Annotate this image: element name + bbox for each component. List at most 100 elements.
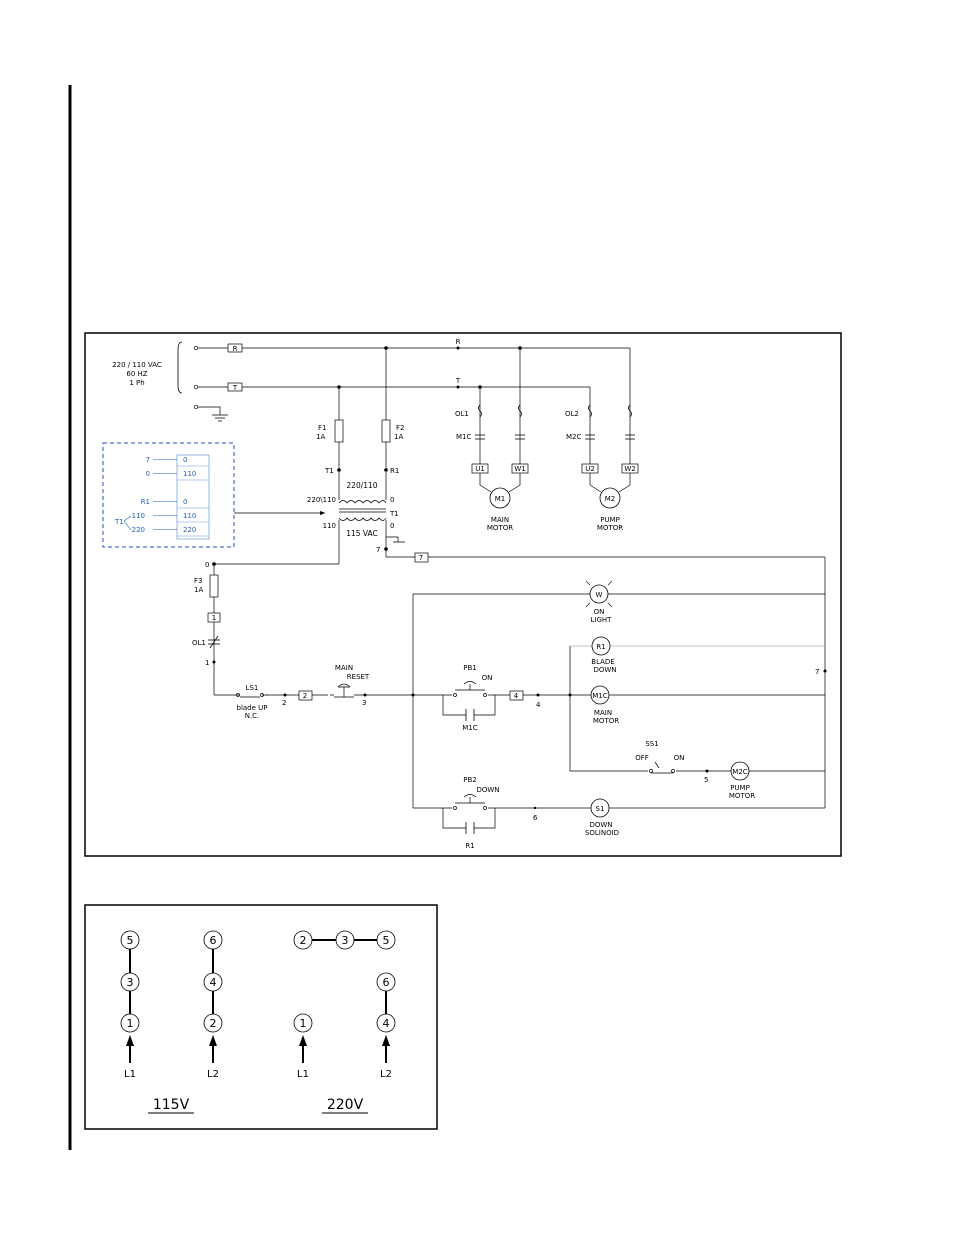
svg-text:ON: ON bbox=[594, 608, 605, 616]
svg-text:4: 4 bbox=[514, 692, 519, 700]
svg-text:1A: 1A bbox=[194, 586, 203, 594]
schematic-panel: 220 / 110 VAC 60 HZ 1 Ph R R T T F1 1A T… bbox=[84, 332, 842, 857]
svg-text:MOTOR: MOTOR bbox=[487, 524, 513, 532]
fuse-f1 bbox=[334, 419, 344, 443]
svg-text:LIGHT: LIGHT bbox=[591, 616, 613, 624]
svg-text:T: T bbox=[232, 384, 238, 392]
t-line-label: T bbox=[455, 377, 461, 385]
svg-text:MOTOR: MOTOR bbox=[729, 792, 755, 800]
svg-text:R: R bbox=[233, 345, 238, 353]
on-light-lamp bbox=[589, 584, 609, 604]
svg-text:110: 110 bbox=[323, 522, 336, 530]
terminal-node: 1 bbox=[293, 1013, 313, 1033]
svg-text:0: 0 bbox=[390, 496, 394, 504]
svg-text:R1: R1 bbox=[390, 467, 399, 475]
svg-text:M1C: M1C bbox=[456, 433, 471, 441]
svg-text:F1: F1 bbox=[318, 424, 326, 432]
supply-phase: 1 Ph bbox=[129, 379, 144, 387]
svg-text:7: 7 bbox=[419, 554, 423, 562]
svg-text:R1: R1 bbox=[465, 842, 474, 850]
svg-text:1: 1 bbox=[212, 614, 216, 622]
svg-text:W2: W2 bbox=[624, 465, 635, 473]
svg-text:M1C: M1C bbox=[592, 692, 607, 700]
svg-text:F3: F3 bbox=[194, 577, 202, 585]
fuse-f3 bbox=[209, 574, 219, 598]
terminal-node: 5 bbox=[120, 930, 140, 950]
svg-text:0: 0 bbox=[390, 522, 394, 530]
line-label: L1 bbox=[124, 1069, 136, 1080]
svg-text:1: 1 bbox=[127, 1017, 134, 1030]
svg-text:M1: M1 bbox=[495, 495, 506, 503]
svg-text:MAIN: MAIN bbox=[491, 516, 509, 524]
svg-text:6: 6 bbox=[533, 814, 538, 822]
motor-m1 bbox=[489, 487, 511, 509]
svg-text:MAIN: MAIN bbox=[335, 664, 353, 672]
terminal-node: 6 bbox=[203, 930, 223, 950]
svg-text:MOTOR: MOTOR bbox=[593, 717, 619, 725]
svg-text:RESET: RESET bbox=[347, 673, 370, 681]
svg-text:BLADE: BLADE bbox=[591, 658, 614, 666]
line-arrow: L2 bbox=[207, 1035, 219, 1080]
svg-text:M2C: M2C bbox=[566, 433, 581, 441]
terminal-node: 3 bbox=[120, 972, 140, 992]
relay-r1-coil bbox=[591, 636, 611, 656]
svg-text:PB1: PB1 bbox=[463, 664, 476, 672]
svg-text:M2: M2 bbox=[605, 495, 616, 503]
svg-text:OFF: OFF bbox=[635, 754, 649, 762]
svg-text:DOWN: DOWN bbox=[593, 666, 616, 674]
svg-text:W1: W1 bbox=[514, 465, 525, 473]
pump-motor-branch: OL2 M2C U2 W2 M2 PUMP MOTOR bbox=[565, 348, 639, 532]
tap-right-label: 0 bbox=[183, 498, 187, 506]
svg-text:2: 2 bbox=[210, 1017, 217, 1030]
solenoid-s1 bbox=[590, 798, 610, 818]
svg-text:6: 6 bbox=[383, 976, 390, 989]
ground-symbol bbox=[198, 406, 228, 422]
svg-text:ON: ON bbox=[482, 674, 493, 682]
svg-text:U2: U2 bbox=[585, 465, 595, 473]
tap-right-label: 110 bbox=[183, 470, 196, 478]
output-voltage: 115 VAC bbox=[346, 529, 378, 538]
svg-text:220/110: 220/110 bbox=[346, 481, 377, 490]
line-arrow: L1 bbox=[297, 1035, 309, 1080]
svg-text:F2: F2 bbox=[396, 424, 404, 432]
svg-text:2: 2 bbox=[282, 699, 286, 707]
contactor-m2c-coil bbox=[730, 761, 750, 781]
svg-text:0: 0 bbox=[205, 561, 209, 569]
tap-left-label: 110 bbox=[132, 512, 145, 520]
terminal-node: 4 bbox=[376, 1013, 396, 1033]
motor-m2 bbox=[599, 487, 621, 509]
fuse-f2 bbox=[381, 419, 391, 443]
label-220v: 220V bbox=[327, 1097, 364, 1113]
svg-text:1A: 1A bbox=[394, 433, 403, 441]
supply-frequency: 60 HZ bbox=[126, 370, 147, 378]
svg-text:PUMP: PUMP bbox=[730, 784, 750, 792]
svg-text:T1: T1 bbox=[389, 510, 399, 518]
terminal-node: 6 bbox=[376, 972, 396, 992]
svg-text:4: 4 bbox=[210, 976, 217, 989]
line-arrow: L2 bbox=[380, 1035, 392, 1080]
line-label: L1 bbox=[297, 1069, 309, 1080]
svg-text:MOTOR: MOTOR bbox=[597, 524, 623, 532]
svg-text:DOWN: DOWN bbox=[589, 821, 612, 829]
terminal-node: 2 bbox=[203, 1013, 223, 1033]
svg-text:DOWN: DOWN bbox=[476, 786, 499, 794]
svg-text:3: 3 bbox=[362, 699, 366, 707]
tap-right-label: 220 bbox=[183, 526, 196, 534]
svg-text:5: 5 bbox=[127, 934, 134, 947]
svg-text:1: 1 bbox=[205, 659, 209, 667]
svg-text:5: 5 bbox=[704, 776, 708, 784]
svg-text:W: W bbox=[596, 591, 603, 599]
svg-text:T1: T1 bbox=[324, 467, 334, 475]
terminal-node: 2 bbox=[293, 930, 313, 950]
svg-text:OL2: OL2 bbox=[565, 410, 579, 418]
svg-text:7: 7 bbox=[376, 546, 380, 554]
svg-text:5: 5 bbox=[383, 934, 390, 947]
svg-text:PB2: PB2 bbox=[463, 776, 476, 784]
svg-text:220\110: 220\110 bbox=[307, 496, 336, 504]
t-line-box bbox=[227, 382, 243, 392]
svg-text:2: 2 bbox=[303, 692, 307, 700]
